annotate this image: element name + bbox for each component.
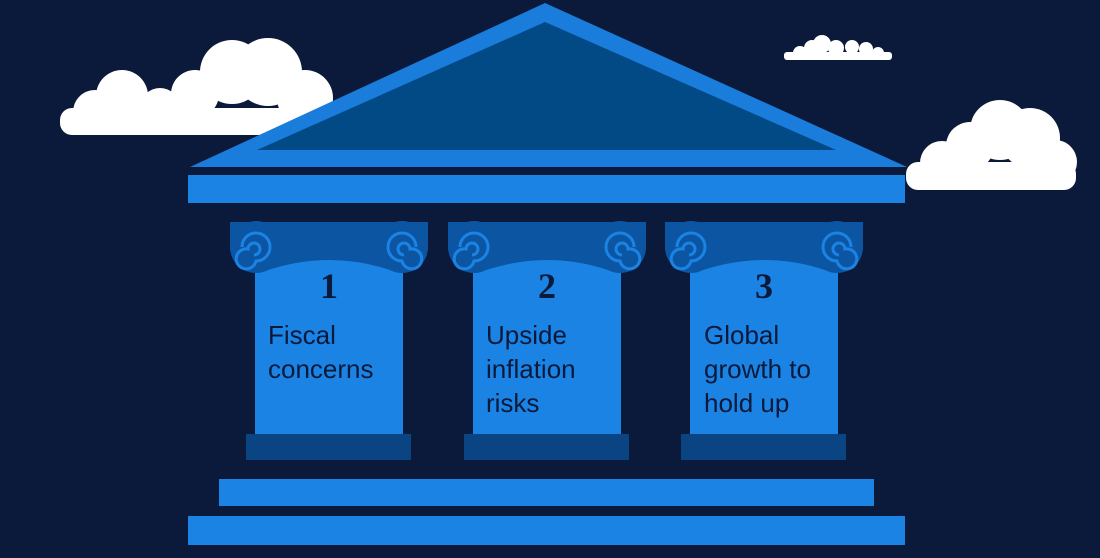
- cloud-right: [906, 100, 1077, 190]
- step-lower: [188, 516, 905, 545]
- pillar-1-label-line: Fiscal: [268, 320, 336, 350]
- pillar-1-label-line: concerns: [268, 354, 374, 384]
- cloud-top-right: [784, 35, 892, 60]
- pillar-2-label-line: Upside: [486, 320, 567, 350]
- pillar-2-label-line: inflation: [486, 354, 576, 384]
- pillar-3-label-line: growth to: [704, 354, 811, 384]
- pillar-2: [448, 221, 646, 460]
- cloud-left: [60, 38, 333, 135]
- roof-beam: [188, 175, 905, 203]
- pillar-3-label: Global growth to hold up: [704, 318, 854, 420]
- roof-inner: [257, 22, 836, 150]
- pillar-1-number: 1: [320, 266, 338, 306]
- pillar-2-label: Upside inflation risks: [486, 318, 636, 420]
- step-upper: [219, 479, 874, 506]
- pillar-2-number: 2: [538, 266, 556, 306]
- pillar-3: [665, 221, 863, 460]
- pillar-3-label-line: hold up: [704, 388, 790, 418]
- pillar-1: [230, 221, 428, 460]
- pillar-3-number: 3: [755, 266, 773, 306]
- pillar-1-label: Fiscal concerns: [268, 318, 418, 386]
- pillar-2-label-line: risks: [486, 388, 540, 418]
- pillar-3-label-line: Global: [704, 320, 780, 350]
